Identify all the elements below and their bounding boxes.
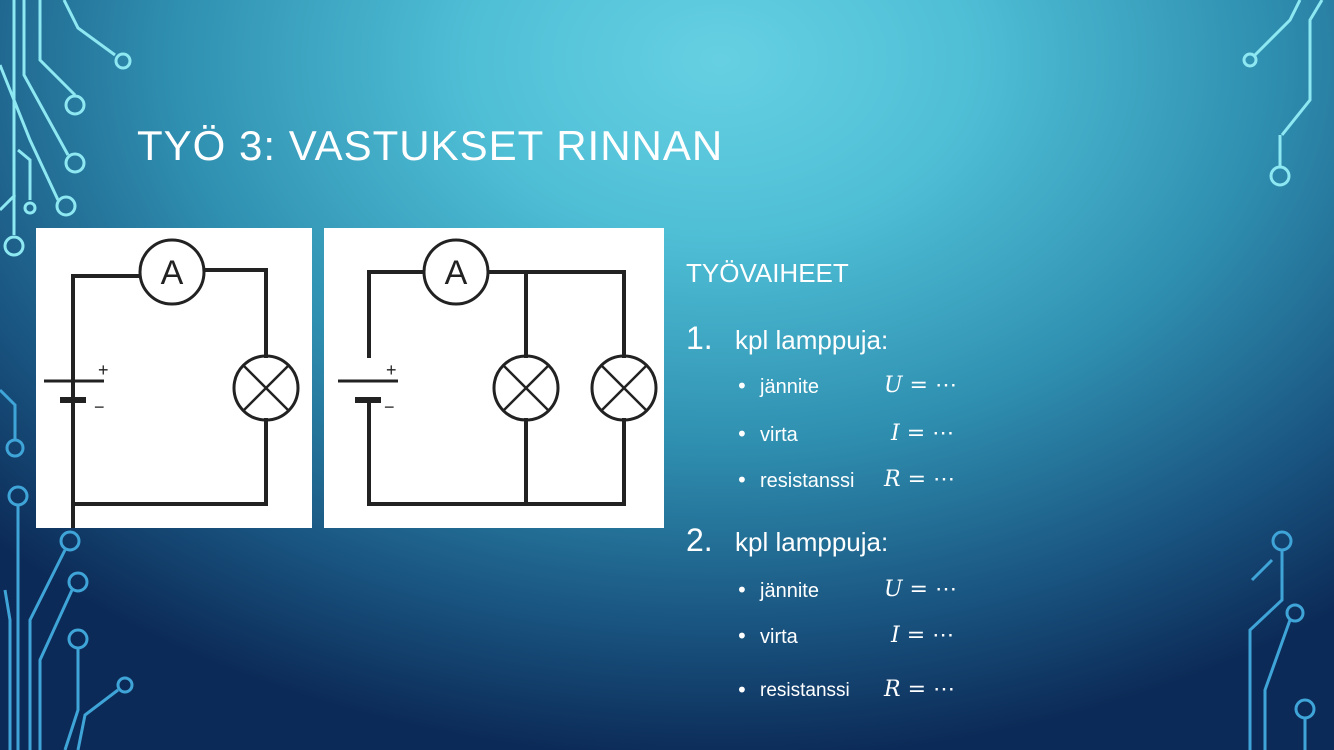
formula: I = ⋯ xyxy=(891,421,955,446)
list-number: 1. xyxy=(686,320,713,356)
ammeter-label: A xyxy=(161,254,184,292)
list-item-label: virta xyxy=(760,626,798,648)
circuit-diagram-parallel-lamps: A + − xyxy=(324,228,664,528)
bullet-icon: • xyxy=(736,678,748,702)
formula: R = ⋯ xyxy=(884,467,956,492)
bullet-icon: • xyxy=(736,468,748,492)
formula: U = ⋯ xyxy=(884,373,957,398)
slide-title: TYÖ 3: VASTUKSET RINNAN xyxy=(137,122,724,169)
formula: I = ⋯ xyxy=(891,623,955,648)
plus-label: + xyxy=(98,360,109,380)
bullet-icon: • xyxy=(736,374,748,398)
plus-label: + xyxy=(386,360,397,380)
formula: U = ⋯ xyxy=(884,577,957,602)
minus-label: − xyxy=(384,397,395,417)
list-heading: kpl lamppuja: xyxy=(735,527,889,557)
list-item-label: resistanssi xyxy=(760,680,850,701)
ammeter-label: A xyxy=(445,254,468,292)
list-item-label: jännite xyxy=(760,376,819,398)
bullet-icon: • xyxy=(736,422,748,446)
list-number: 2. xyxy=(686,522,713,558)
minus-label: − xyxy=(94,397,105,417)
list-heading: kpl lamppuja: xyxy=(735,325,889,355)
list-item-label: jännite xyxy=(760,580,819,602)
list-item-label: resistanssi xyxy=(760,470,855,492)
circuit-diagram-single-lamp: A + − xyxy=(36,228,312,600)
list-item-label: virta xyxy=(760,424,798,446)
bullet-icon: • xyxy=(736,624,748,648)
section-subtitle: TYÖVAIHEET xyxy=(686,258,849,288)
bullet-icon: • xyxy=(736,578,748,602)
formula: R = ⋯ xyxy=(884,677,956,702)
